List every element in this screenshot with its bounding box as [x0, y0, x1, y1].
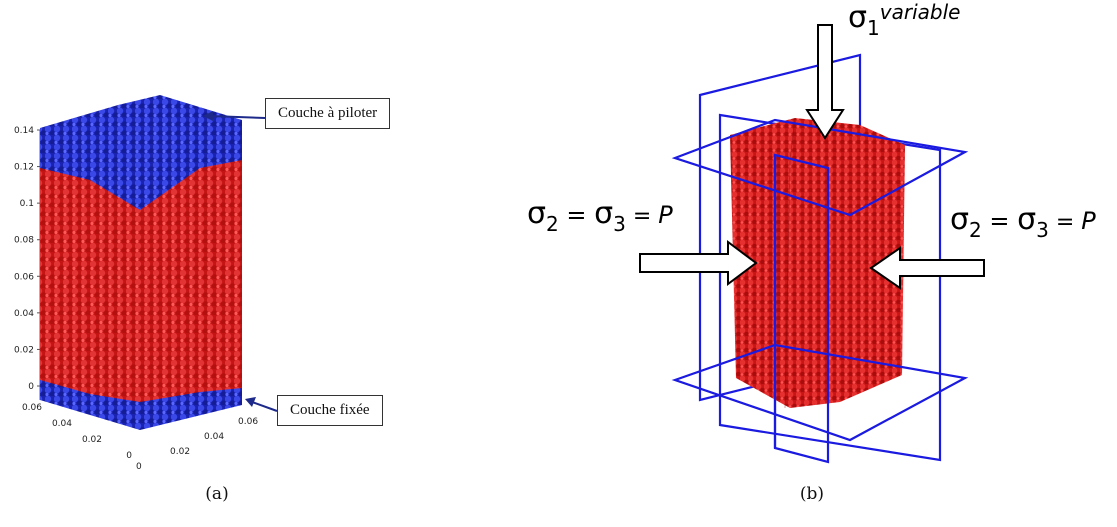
- callout-bottom-text: Couche fixée: [290, 402, 370, 418]
- y-tick-label: 0: [126, 451, 132, 461]
- left-eq1: =: [559, 201, 594, 229]
- z-tick-label: 0.08: [14, 236, 34, 246]
- right-s3: σ: [1017, 202, 1036, 237]
- y-tick-label: 0.06: [22, 403, 42, 413]
- particle-sample: [40, 95, 242, 430]
- z-tick-label: 0.04: [14, 309, 34, 319]
- label-right-pressure: σ2 = σ3 = P: [950, 202, 1096, 237]
- right-s2: σ: [950, 202, 969, 237]
- left-s2: σ: [527, 196, 546, 231]
- z-tick-label: 0.06: [14, 272, 34, 282]
- label-sigma1: σ1variable: [848, 0, 960, 35]
- left-sub3: 3: [613, 212, 626, 236]
- left-s3: σ: [594, 196, 613, 231]
- y-tick-label: 0.04: [52, 419, 72, 429]
- y-tick-label: 0.02: [82, 435, 102, 445]
- right-eq1: =: [982, 207, 1017, 235]
- z-axis-ticks: 0.14 0.12 0.1 0.08 0.06 0.04 0.02 0: [14, 126, 40, 392]
- panel-a: 0.14 0.12 0.1 0.08 0.06 0.04 0.02 0 0.06 0.04 0.0…: [0, 0, 560, 527]
- right-sub2: 2: [969, 218, 982, 242]
- right-p: P: [1081, 207, 1095, 235]
- caption-b: (b): [782, 484, 842, 504]
- z-tick-label: 0.12: [14, 163, 34, 173]
- x-tick-label: 0.02: [170, 447, 190, 457]
- panel-b: σ1variable σ2 = σ3 = P σ2 = σ3 = P (b): [500, 0, 1117, 527]
- caption-a: (a): [187, 484, 247, 504]
- sample-plot-a: 0.14 0.12 0.1 0.08 0.06 0.04 0.02 0 0.06 0.04 0.0…: [0, 0, 560, 527]
- callout-top-layer: Couche à piloter: [265, 98, 390, 129]
- callout-bottom-layer: Couche fixée: [277, 395, 383, 426]
- sigma1-symbol: σ: [848, 0, 867, 35]
- sigma1-sub: 1: [867, 16, 880, 40]
- x-tick-label: 0.04: [204, 432, 224, 442]
- left-sub2: 2: [546, 212, 559, 236]
- left-p: P: [658, 201, 672, 229]
- right-eq2: =: [1049, 210, 1081, 235]
- triaxial-diagram: [500, 0, 1117, 527]
- x-tick-label: 0.06: [238, 417, 258, 427]
- z-tick-label: 0.1: [20, 199, 34, 209]
- z-tick-label: 0.02: [14, 345, 34, 355]
- label-left-pressure: σ2 = σ3 = P: [527, 196, 673, 231]
- z-tick-label: 0.14: [14, 126, 34, 136]
- right-sub3: 3: [1036, 218, 1049, 242]
- callout-top-text: Couche à piloter: [278, 105, 377, 121]
- x-tick-label: 0: [136, 462, 142, 472]
- left-eq2: =: [626, 204, 658, 229]
- z-tick-label: 0: [28, 382, 34, 392]
- sigma1-variable: variable: [880, 0, 961, 24]
